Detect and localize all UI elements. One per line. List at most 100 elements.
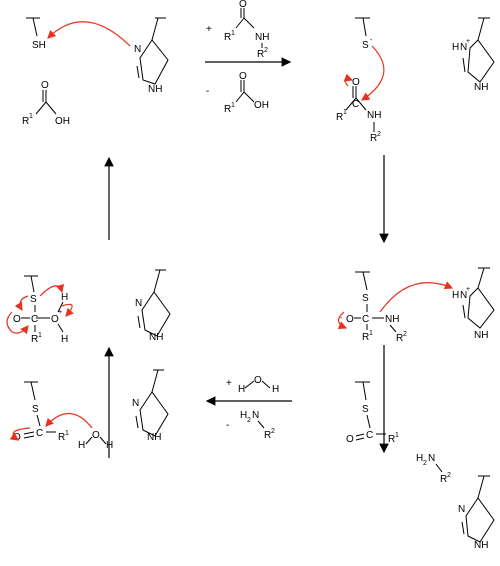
step3-c: C (362, 314, 369, 325)
step2-amide-o: O (352, 77, 360, 88)
step4-c: C (366, 430, 373, 441)
water-plus: + (226, 378, 232, 389)
product-minus: - (206, 86, 209, 97)
step5-imidazole-nh: NH (147, 432, 161, 443)
amide-r1: R (224, 32, 231, 43)
step5-thioester: S C O R 1 (13, 381, 69, 443)
step5-water-o: O (92, 430, 100, 441)
step1-thiol: SH (26, 17, 46, 51)
thiolate-s: S (362, 40, 369, 51)
step5-s: S (32, 404, 39, 415)
step2-imidazolium: H N + NH (452, 17, 495, 93)
step4-imidazole: N NH (458, 475, 495, 551)
electron-arrow-4 (379, 281, 454, 313)
step4-r1-sub: 1 (395, 432, 399, 439)
step3-r2-sub: 2 (403, 331, 407, 338)
imidazolium-h: H (452, 42, 459, 53)
step2-thiolate: S - (355, 17, 373, 51)
amide-r2-sub: 2 (264, 47, 268, 54)
leaving-h: H (240, 410, 247, 421)
acid-oh: OH (55, 116, 70, 127)
carboxylate-oh: OH (254, 100, 269, 111)
imidazole-nh: NH (148, 84, 162, 95)
electron-arrow-3 (343, 73, 354, 87)
step4-o: O (346, 434, 354, 445)
step3-imidazolium-nh: NH (474, 330, 488, 341)
step5-water-h2: H (106, 440, 113, 451)
water-reagent: + H O H (226, 375, 279, 395)
step6-oh-o: O (51, 314, 59, 325)
step6-r1: R (31, 334, 38, 345)
step6-s: S (30, 294, 37, 305)
step3-r1: R (362, 332, 369, 343)
step4-amine: H 2 N R 2 (416, 453, 451, 485)
step6-tetrahedral: S C O - O + H H R 1 (7, 275, 68, 345)
imidazole-n: N (134, 44, 141, 55)
electron-arrow-9 (61, 303, 74, 317)
amine-r2-sub: 2 (447, 472, 451, 479)
step6-c: C (31, 314, 38, 325)
step3-nh: NH (385, 314, 399, 325)
step5-imidazole: N NH (132, 369, 169, 443)
step2-amide-r2-sub: 2 (377, 131, 381, 138)
step6-o-charge: - (7, 315, 10, 322)
step5-r1-sub: 1 (65, 430, 69, 437)
step6-o: O (13, 314, 21, 325)
leaving-minus: - (226, 420, 229, 431)
amide-o: O (239, 0, 247, 10)
step2-amide-r1-sub: 1 (343, 109, 347, 116)
step1-carboxylic-acid: O R 1 OH (22, 80, 70, 127)
leaving-n: N (252, 410, 259, 421)
carboxylate-o: O (239, 71, 247, 82)
electron-arrow-5 (337, 311, 348, 330)
amide-r1-sub: 1 (231, 30, 235, 37)
step1-imidazole: N NH (134, 17, 169, 95)
step3-imidazolium: H N + NH (452, 267, 495, 341)
amine-leaving: - H 2 N R 2 (226, 410, 275, 441)
step6-imidazole-nh: NH (149, 332, 163, 343)
step5-r1: R (58, 432, 65, 443)
step2-amide-nh: NH (367, 110, 381, 121)
step2-amide: O R 1 C NH R 2 (336, 77, 381, 144)
step5-water-h1: H (78, 440, 85, 451)
step3-o: O (346, 314, 354, 325)
step4-r1: R (388, 434, 395, 445)
step2-amide-r1: R (336, 112, 343, 123)
amide-r2: R (257, 49, 264, 60)
step4-thioester: S C O R 1 (346, 381, 399, 445)
amide-reagent: + O R 1 NH R 2 (206, 0, 269, 60)
amine-r2: R (440, 474, 447, 485)
step3-s: S (362, 293, 369, 304)
step5-c: C (36, 428, 43, 439)
step6-h2: H (61, 334, 68, 345)
step4-s: S (362, 404, 369, 415)
thiolate-charge: - (370, 37, 373, 44)
step3-r2: R (396, 333, 403, 344)
amine-h: H (416, 453, 423, 464)
step3-imidazolium-plus: + (466, 286, 470, 293)
step4-imidazole-n: N (458, 504, 465, 515)
step6-oh-plus: + (58, 309, 62, 316)
step2-amide-c: C (352, 99, 359, 110)
step6-r1-sub: 1 (38, 332, 42, 339)
imidazolium-nh: NH (474, 82, 488, 93)
leaving-r2-sub: 2 (271, 428, 275, 435)
step5-water: H O H (78, 430, 113, 451)
electron-arrow-2 (360, 45, 385, 101)
step3-imidazolium-n: N (460, 290, 467, 301)
imidazolium-plus: + (466, 38, 470, 45)
leaving-sub: 2 (247, 417, 251, 424)
amine-n: N (428, 453, 435, 464)
electron-arrow-10 (14, 295, 29, 312)
electron-arrow-6 (45, 412, 93, 429)
electron-arrow-1 (47, 21, 131, 47)
amide-nh: NH (255, 32, 269, 43)
step3-tetrahedral: S C O - R 1 NH R 2 (340, 271, 407, 344)
water-h2: H (272, 384, 279, 395)
electron-arrow-7 (9, 427, 31, 441)
leaving-r2: R (264, 430, 271, 441)
carboxylate-r-sub: 1 (231, 102, 235, 109)
acid-r: R (22, 116, 29, 127)
